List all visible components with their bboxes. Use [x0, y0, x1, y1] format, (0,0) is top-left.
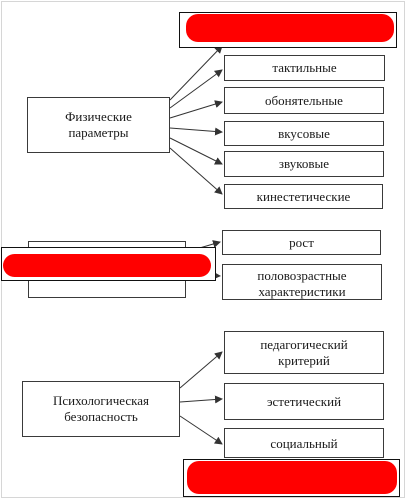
arrow-to-top-redacted — [169, 45, 223, 101]
source-physical-label: Физические параметры — [65, 109, 132, 140]
target-tactile: тактильные — [224, 55, 385, 81]
target-kinesthetic: кинестетические — [224, 184, 383, 209]
redaction-mark-bottom — [187, 461, 397, 494]
source-psychological-safety: Психологическая безопасность — [22, 381, 180, 437]
arrow-to-taste — [169, 127, 223, 136]
target-pedagogical: педагогический критерий — [224, 331, 384, 374]
arrow-to-sound — [169, 137, 223, 165]
source-psych-label: Психологическая безопасность — [53, 393, 149, 424]
target-olfactory: обонятельные — [224, 87, 384, 114]
target-height: рост — [222, 230, 381, 255]
arrow-to-kinesthetic — [169, 147, 223, 195]
arrow-to-aesthetic — [179, 395, 223, 404]
arrow-to-pedagogical — [179, 351, 223, 389]
source-physical-parameters: Физические параметры — [27, 97, 170, 153]
target-age-sex: половозрастные характеристики — [222, 264, 382, 300]
arrow-to-social — [179, 415, 223, 445]
redaction-mark-middle — [3, 254, 211, 277]
target-social: социальный — [224, 428, 384, 458]
arrow-to-tactile — [169, 69, 223, 109]
target-sound: звуковые — [224, 151, 384, 177]
redaction-mark-top — [186, 14, 394, 42]
arrow-to-olfactory — [169, 100, 223, 119]
target-taste: вкусовые — [224, 121, 384, 146]
target-aesthetic: эстетический — [224, 383, 384, 420]
